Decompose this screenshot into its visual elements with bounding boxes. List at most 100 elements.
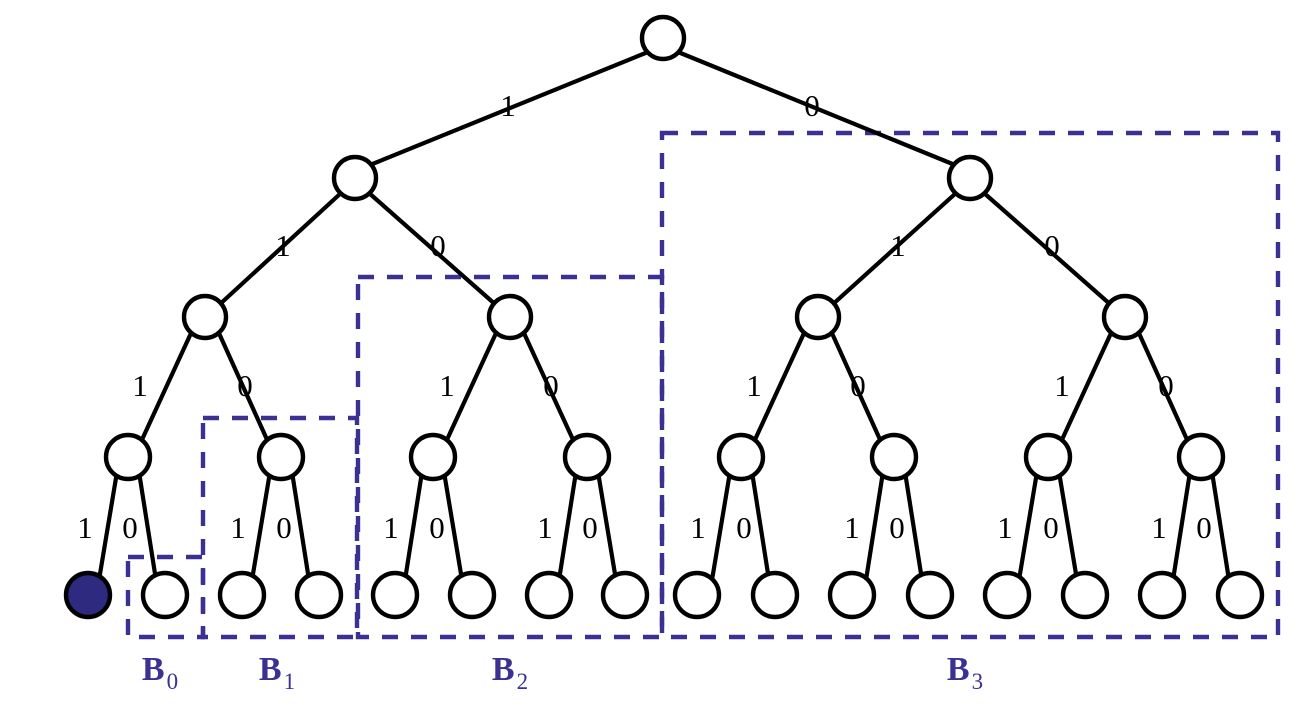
tree-node-l3-4 [716,432,766,482]
edge-label-1-18: 1 [383,510,399,545]
tree-edge-0-11 [828,328,885,447]
edge-label-1-6: 1 [132,368,148,403]
tree-edge-0-9 [520,328,578,447]
edge-label-1-20: 1 [537,510,553,545]
tree-leaf-11 [905,570,955,620]
tree-leaf-3 [294,570,344,620]
edge-label-0-11: 0 [850,368,866,403]
block-label-base: B [947,651,970,688]
edge-label-0-1: 0 [804,88,820,123]
tree-node-l3-3 [562,432,612,482]
tree-edge-1-12 [1057,328,1115,447]
tree-edge-1-16 [249,469,273,583]
edge-label-1-10: 1 [746,368,762,403]
tree-leaf-2 [217,570,267,620]
tree-edge-1-26 [1016,469,1040,583]
tree-edge-0-21 [595,469,619,583]
edge-label-0-3: 0 [430,228,446,263]
edge-label-0-19: 0 [429,510,445,545]
edge-label-1-26: 1 [997,510,1013,545]
block-label-b3: B3 [947,651,983,694]
edge-label-0-7: 0 [237,368,253,403]
edge-label-0-17: 0 [276,510,292,545]
tree-edge-1-2 [216,190,344,308]
tree-edge-1-4 [829,190,959,308]
edge-label-0-29: 0 [1196,510,1212,545]
tree-leaf-8 [672,570,722,620]
block-label-base: B [142,651,165,688]
edge-label-1-22: 1 [690,510,706,545]
edge-label-1-8: 1 [439,368,455,403]
tree-edge-1-24 [863,469,886,583]
block-label-subscript: 0 [167,669,179,694]
block-label-b0: B0 [142,651,178,694]
block-label-base: B [259,651,282,688]
tree-leaf-highlighted-0 [63,570,113,620]
tree-edge-0-3 [366,190,499,308]
tree-edge-1-14 [96,469,120,583]
tree-edge-1-18 [402,469,425,583]
tree-edge-1-10 [750,328,808,447]
tree-nodes-group [63,14,1265,620]
tree-edge-1-8 [442,328,500,447]
tree-node-l3-1 [256,432,306,482]
block-label-base: B [492,651,515,688]
tree-node-root [639,14,687,62]
tree-leaf-15 [1215,570,1265,620]
edge-label-1-0: 1 [500,88,516,123]
tree-leaf-5 [447,570,497,620]
tree-leaf-9 [750,570,800,620]
tree-edge-1-28 [1170,469,1193,583]
tree-edge-0-23 [749,469,772,583]
tree-node-l3-2 [408,432,458,482]
block-label-b2: B2 [492,651,528,694]
tree-node-l1-0 [331,154,379,202]
edge-label-0-15: 0 [122,510,138,545]
tree-edge-0-15 [136,469,159,583]
edge-label-0-13: 0 [1158,368,1174,403]
edge-label-1-14: 1 [77,510,93,545]
tree-edge-0-5 [981,190,1114,308]
tree-node-l2-0 [181,293,229,341]
tree-edge-0-29 [1209,469,1232,583]
tree-edge-1-0 [367,49,651,168]
tree-leaf-4 [370,570,420,620]
block-label-subscript: 1 [284,669,296,694]
tree-edge-1-22 [709,469,733,583]
tree-node-l3-0 [103,432,153,482]
tree-leaf-13 [1060,570,1110,620]
block-boxes-group [125,130,1281,640]
tree-node-l2-3 [1101,293,1149,341]
edge-label-0-23: 0 [736,510,752,545]
tree-edge-1-20 [556,469,579,583]
tree-node-l3-5 [869,432,919,482]
tree-node-l1-1 [946,154,994,202]
edge-label-0-27: 0 [1043,510,1059,545]
tree-edge-0-1 [675,49,958,168]
edge-label-1-24: 1 [844,510,860,545]
tree-leaf-7 [600,570,650,620]
block-label-subscript: 3 [972,669,984,694]
tree-node-l3-6 [1023,432,1073,482]
block-label-subscript: 2 [517,669,529,694]
edge-label-0-21: 0 [582,510,598,545]
edge-label-1-28: 1 [1151,510,1167,545]
tree-leaf-14 [1137,570,1187,620]
edge-label-1-12: 1 [1054,368,1070,403]
tree-edge-0-13 [1135,328,1192,447]
tree-edge-0-25 [902,469,925,583]
block-box-b0 [125,554,206,640]
edge-label-0-5: 0 [1044,228,1060,263]
edge-label-1-4: 1 [890,228,906,263]
block-box-b2 [355,274,665,640]
tree-leaf-12 [982,570,1032,620]
edge-label-1-2: 1 [275,228,291,263]
tree-leaf-10 [827,570,877,620]
edge-label-0-25: 0 [889,510,905,545]
tree-leaf-1 [140,570,190,620]
block-box-b3 [659,130,1281,640]
